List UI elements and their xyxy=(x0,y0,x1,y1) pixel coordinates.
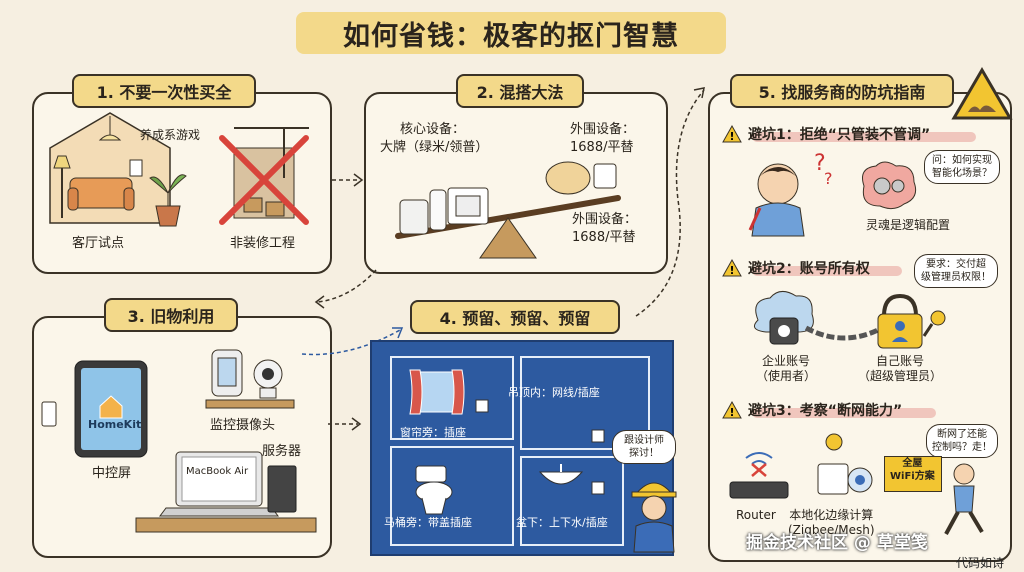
warning-icon: ! xyxy=(722,124,742,143)
edge-computing-icon xyxy=(817,433,873,495)
svg-text:?: ? xyxy=(814,151,826,176)
core-device-label-1: 核心设备： xyxy=(400,122,466,137)
blueprint-room-3 xyxy=(390,446,514,546)
pit-1-highlight xyxy=(752,132,976,142)
camera-label: 监控摄像头 xyxy=(210,418,276,433)
outlet-icons xyxy=(475,399,605,495)
peripheral-label-top-1: 外围设备： xyxy=(570,122,636,137)
warning-icon: ! xyxy=(722,400,742,419)
page-title: 如何省钱：极客的抠门智慧 xyxy=(296,12,726,54)
toilet-icon xyxy=(415,465,453,515)
arrow-3-to-4-bottom xyxy=(328,417,362,431)
blueprint-room-1 xyxy=(390,356,514,440)
server-label: 服务器 xyxy=(262,444,302,459)
peripheral-label-bottom-2: 1688/平替 xyxy=(572,230,636,245)
designer-bubble: 跟设计师 探讨！ xyxy=(612,430,676,464)
pit-3-title: ! 避坑3：考察“断网能力” xyxy=(722,400,902,420)
pit-2-highlight xyxy=(752,266,902,276)
engineer-figure xyxy=(631,482,677,553)
svg-text:?: ? xyxy=(824,169,833,188)
router-icon xyxy=(729,452,789,499)
pit-1-caption: 灵魂是逻辑配置 xyxy=(866,218,951,232)
warning-triangle-icon xyxy=(951,67,1013,120)
running-person-icon xyxy=(944,463,984,535)
pit-2-title: ! 避坑2：账号所有权 xyxy=(722,258,870,278)
arrow-2-to-5 xyxy=(635,87,705,317)
arrow-2-to-3 xyxy=(314,269,377,309)
laptop-and-server xyxy=(135,451,317,533)
pit-2-left-label: 企业账号 （使用者） xyxy=(756,354,817,383)
arrow-3-to-4-top xyxy=(301,327,404,356)
confused-person-icon xyxy=(748,163,805,237)
basin-icon xyxy=(538,464,584,485)
pit-1-title-text: 避坑1：拒绝“只管装不管调” xyxy=(748,127,931,143)
basin-note: 盆下：上下水/插座 xyxy=(516,516,608,529)
pit-2-bubble: 要求：交付超 级管理员权限！ xyxy=(914,254,998,288)
section-1-title: 1. 不要一次性买全 xyxy=(72,74,256,108)
construction-crossed-icon xyxy=(219,127,309,225)
curtain-note: 窗帘旁：插座 xyxy=(400,426,466,439)
section-2-title: 2. 混搭大法 xyxy=(456,74,584,108)
pit-3-title-text: 避坑3：考察“断网能力” xyxy=(748,403,903,419)
camera-devices xyxy=(205,349,295,409)
living-room-illustration xyxy=(49,112,171,224)
living-room-pilot-label: 客厅试点 xyxy=(72,236,125,251)
pit-1-title: ! 避坑1：拒绝“只管装不管调” xyxy=(722,124,930,144)
laptop-text: MacBook Air xyxy=(186,466,249,477)
balance-scale-illustration xyxy=(395,161,621,259)
curtain-window-icon xyxy=(409,369,465,415)
cloud-lock-chain-icon xyxy=(753,291,946,349)
tablet-label: 中控屏 xyxy=(92,466,132,481)
svg-text:!: ! xyxy=(729,130,734,143)
growth-game-note: 养成系游戏 xyxy=(140,128,201,142)
watermark-sub: 代码如诗 xyxy=(956,556,1005,570)
pit-1-bubble: 问：如何实现 智能化场景？ xyxy=(924,150,1000,184)
wifi-sign xyxy=(884,456,942,492)
section-3-title: 3. 旧物利用 xyxy=(104,298,238,332)
non-renovation-label: 非装修工程 xyxy=(230,236,296,251)
question-marks: ? ? xyxy=(814,151,833,188)
section-4-title: 4. 预留、预留、预留 xyxy=(410,300,620,334)
wifi-sign-text: 全屋 WiFi方案 xyxy=(890,458,935,482)
pit-2-right-label: 自己账号 （超级管理员） xyxy=(858,354,943,383)
toilet-note: 马桶旁：带盖插座 xyxy=(384,516,472,529)
peripheral-label-top-2: 1688/平替 xyxy=(570,140,634,155)
section-5-title: 5. 找服务商的防坑指南 xyxy=(730,74,954,108)
pit-3-bubble: 断网了还能 控制吗？走！ xyxy=(926,424,998,458)
arrow-1-to-2 xyxy=(332,173,364,187)
edge-computing-label: 本地化边缘计算 (Zigbee/Mesh) xyxy=(788,508,875,537)
watermark-main: 掘金技术社区 @ 草堂笺 xyxy=(746,533,928,553)
pit-3-highlight xyxy=(752,408,936,418)
core-device-label-2: 大牌（绿米/领普） xyxy=(380,140,489,155)
tablet-device xyxy=(74,360,148,458)
blueprint-room-4 xyxy=(520,456,624,546)
wall-switch-icon xyxy=(41,401,57,427)
svg-text:!: ! xyxy=(729,406,734,419)
ceiling-note: 吊顶内：网线/插座 xyxy=(508,386,600,399)
blueprint-room-2 xyxy=(520,356,650,450)
pit-2-title-text: 避坑2：账号所有权 xyxy=(748,261,870,277)
warning-icon: ! xyxy=(722,258,742,277)
brain-gears-icon xyxy=(862,161,917,210)
router-label: Router xyxy=(736,508,776,522)
svg-text:!: ! xyxy=(729,264,734,277)
peripheral-label-bottom-1: 外围设备： xyxy=(572,212,638,227)
tablet-homekit-text: HomeKit xyxy=(88,418,142,431)
plant-icon xyxy=(149,174,187,227)
